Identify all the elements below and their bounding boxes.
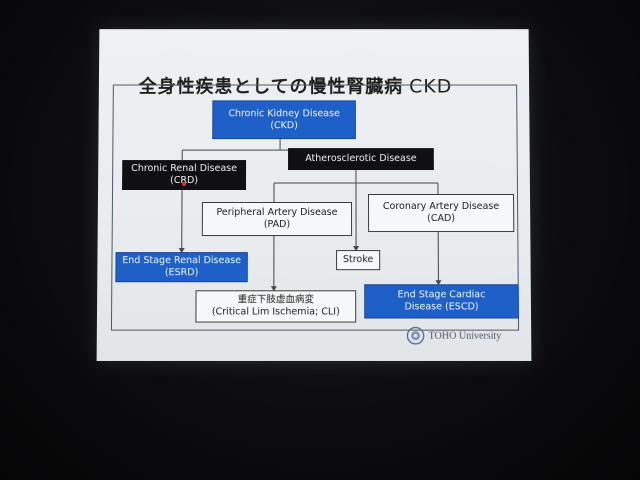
node-stroke: Stroke bbox=[336, 250, 381, 271]
node-escd-line1: End Stage Cardiac bbox=[397, 289, 486, 301]
node-cli-line1: 重症下肢虚血病変 bbox=[237, 294, 314, 306]
node-crd-line1: Chronic Renal Disease bbox=[131, 163, 238, 175]
node-ckd-line2: (CKD) bbox=[270, 119, 298, 131]
node-atherosclerotic: Atherosclerotic Disease bbox=[288, 148, 434, 171]
node-cad-line2: (CAD) bbox=[427, 213, 456, 225]
node-ckd-line1: Chronic Kidney Disease bbox=[228, 107, 340, 119]
connector-lines bbox=[178, 139, 442, 361]
node-pad: Peripheral Artery Disease(PAD) bbox=[201, 201, 353, 237]
node-pad-line1: Peripheral Artery Disease bbox=[216, 206, 338, 219]
node-esrd-line1: End Stage Renal Disease bbox=[122, 255, 242, 267]
node-cli: 重症下肢虚血病変(Critical Lim Ischemia; CLI) bbox=[195, 290, 357, 323]
node-stroke-line1: Stroke bbox=[342, 254, 374, 266]
laser-pointer-dot bbox=[182, 182, 187, 187]
node-cad: Coronary Artery Disease(CAD) bbox=[368, 194, 515, 233]
university-emblem-icon bbox=[406, 327, 424, 345]
node-esrd: End Stage Renal Disease(ESRD) bbox=[115, 252, 248, 283]
node-escd-line2: Disease (ESCD) bbox=[404, 301, 479, 313]
logo-text: TOHO University bbox=[428, 330, 502, 342]
node-esrd-line2: (ESRD) bbox=[164, 267, 199, 279]
node-cli-line2: (Critical Lim Ischemia; CLI) bbox=[211, 306, 340, 318]
node-pad-line2: (PAD) bbox=[263, 219, 291, 231]
node-athero-line1: Atherosclerotic Disease bbox=[305, 153, 417, 165]
university-logo: TOHO University bbox=[406, 327, 501, 345]
node-cad-line1: Coronary Artery Disease bbox=[382, 200, 500, 213]
node-ckd: Chronic Kidney Disease(CKD) bbox=[212, 100, 356, 140]
